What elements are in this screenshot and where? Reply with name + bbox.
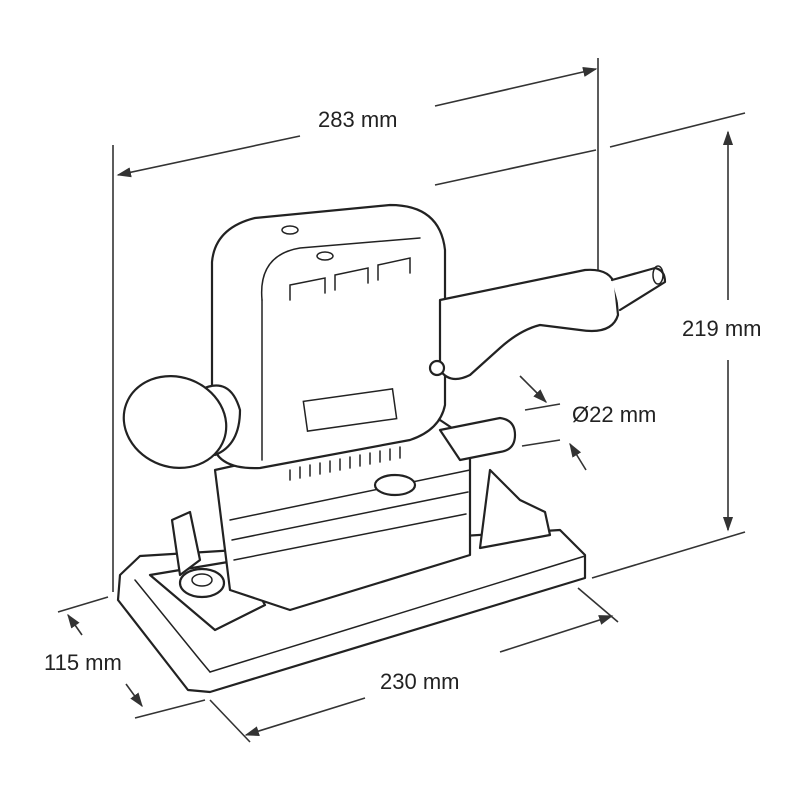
dimension-arrows — [67, 66, 734, 736]
vent-slots — [289, 257, 411, 481]
dust-port-diameter-label: Ø22 mm — [572, 402, 657, 427]
base-length-dimension-label: 230 mm — [380, 669, 460, 694]
sander-motor-head — [210, 203, 447, 481]
rear-handle — [428, 265, 667, 381]
front-knob — [122, 375, 242, 469]
height-dimension-label: 219 mm — [682, 316, 762, 341]
extension-lines — [57, 58, 746, 743]
length-dimension-label: 283 mm — [318, 107, 398, 132]
base-width-dimension-label: 115 mm — [44, 650, 122, 675]
